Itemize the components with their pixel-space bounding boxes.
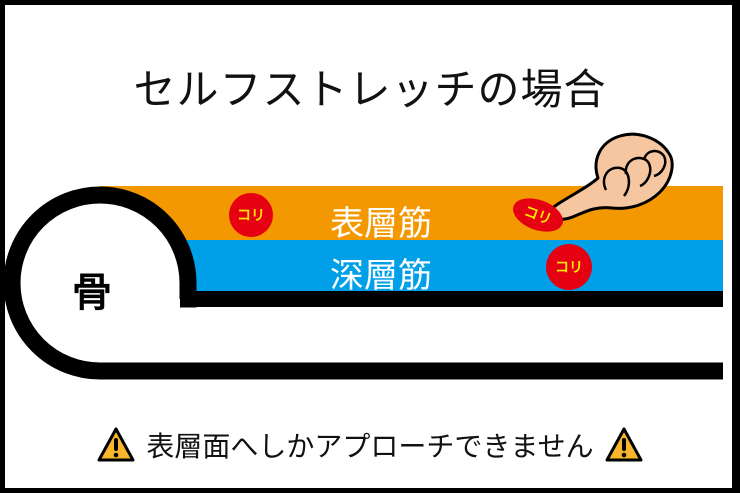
pointing-hand-icon [546, 132, 674, 221]
deep-muscle-band [100, 240, 723, 292]
bone-inner-arc [99, 186, 197, 308]
bone-outline [3, 186, 723, 380]
deep-muscle-label: 深層筋 [330, 256, 432, 296]
knot-badge-superficial: コリ [229, 193, 273, 237]
bone-label: 骨 [72, 270, 112, 316]
warning-icon [605, 427, 643, 462]
band-bottom-line [180, 291, 723, 307]
warning-row: 表層面へしかアプローチできません [0, 425, 740, 465]
superficial-muscle-label: 表層筋 [330, 204, 432, 244]
warning-text: 表層面へしかアプローチできません [146, 430, 594, 463]
page-title: セルフストレッチの場合 [133, 65, 607, 114]
warning-icon [97, 427, 135, 462]
knot-badge-deep: コリ [546, 244, 592, 290]
